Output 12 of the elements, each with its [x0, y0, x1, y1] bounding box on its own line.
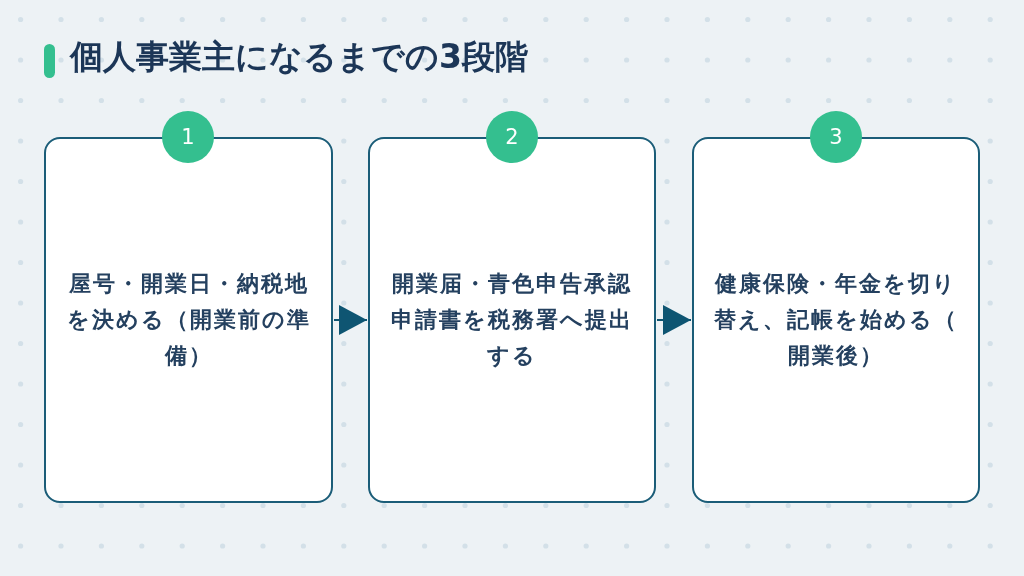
arrow [656, 305, 692, 335]
step-description: 屋号・開業日・納税地を決める（開業前の準備） [66, 270, 311, 370]
diagram-title: 個人事業主になるまでの3段階 [70, 36, 528, 78]
step-circle [162, 111, 214, 163]
step-number: 3 [829, 126, 843, 148]
step-number: 2 [505, 126, 519, 148]
arrow [333, 305, 368, 335]
step-circle [486, 111, 538, 163]
step-number: 1 [181, 126, 195, 148]
step-circle [810, 111, 862, 163]
step-description: 健康保険・年金を切り替え、記帳を始める（開業後） [714, 270, 958, 370]
step-description: 開業届・青色申告承認申請書を税務署へ提出する [390, 270, 634, 370]
